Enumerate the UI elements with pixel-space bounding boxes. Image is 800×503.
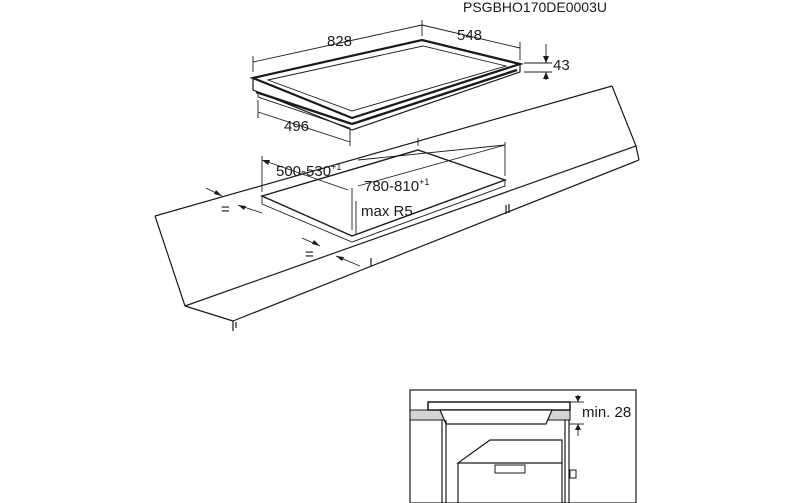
worktop-drawing [154, 85, 640, 331]
cutout-depth-label: 500-530+1 [276, 162, 341, 180]
equal-front: = [301, 237, 361, 267]
dim-cutout-width: 780-810+1 [357, 138, 506, 195]
inset-detail: min. 28 [409, 389, 637, 503]
dim-43: 43 [524, 44, 570, 80]
cutout-width-label: 780-810+1 [364, 177, 429, 195]
dim-height-label: 43 [553, 57, 570, 74]
dim-548: 548 [421, 24, 521, 60]
equal-left: = [205, 187, 263, 218]
dim-cutout-depth: 500-530+1 [261, 156, 353, 230]
dim-depth-label: 548 [457, 27, 482, 44]
dim-width-label: 828 [327, 33, 352, 50]
equal-front-label: = [305, 246, 314, 263]
equal-left-label: = [221, 201, 230, 218]
radius-label: max R5 [361, 203, 413, 220]
cutout-drawing [259, 149, 508, 243]
dim-inner-label: 496 [284, 118, 309, 135]
hob-drawing [249, 38, 525, 131]
callout-radius: max R5 [355, 201, 413, 234]
dim-496: 496 [257, 100, 351, 146]
product-code: PSGBHO170DE0003U [463, 0, 607, 15]
min-clearance-label: min. 28 [582, 404, 631, 421]
dim-828: 828 [252, 20, 423, 72]
